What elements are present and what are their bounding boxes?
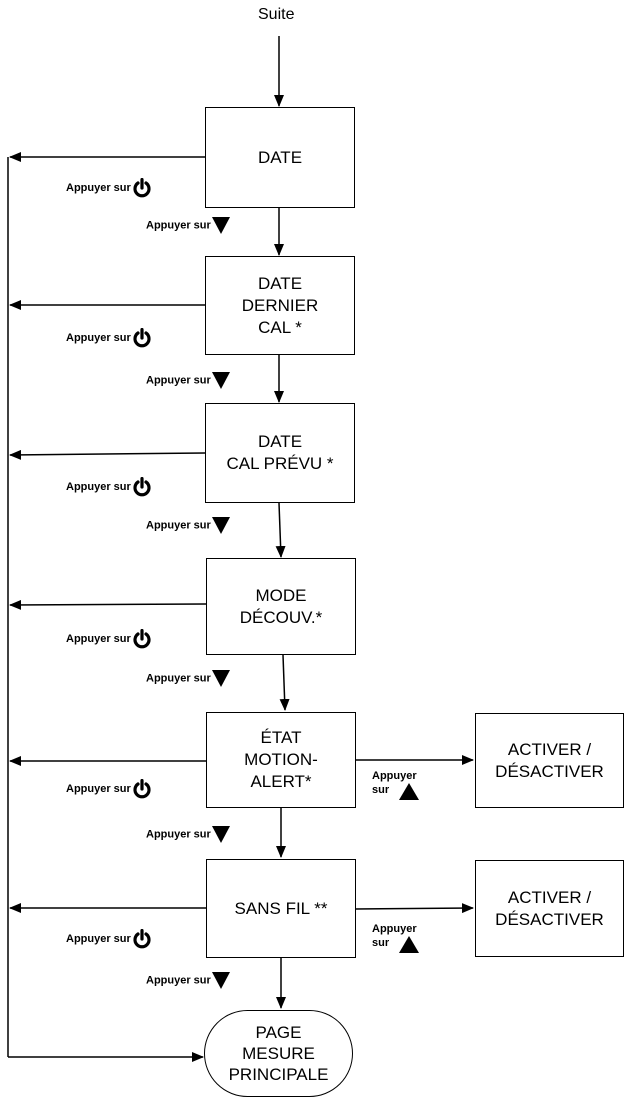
down-arrow-3 <box>275 502 286 558</box>
press-text: Appuyer sur <box>66 932 131 945</box>
power-icon <box>133 477 151 497</box>
last-cal-label: DATE DERNIER CAL * <box>241 273 319 337</box>
up-arrow-icon <box>399 783 420 800</box>
main-page-label: PAGE MESURE PRINCIPALE <box>228 1023 329 1084</box>
left-arrow-4 <box>9 599 207 610</box>
press-down-label-3: Appuyer sur <box>146 517 230 534</box>
power-icon <box>133 929 151 949</box>
press-down-label-5: Appuyer sur <box>146 826 230 843</box>
press-text: Appuyer sur <box>66 632 131 645</box>
down-arrow-icon <box>211 972 230 989</box>
toggle-box-1: ACTIVER / DÉSACTIVER <box>475 713 624 808</box>
press-text: Appuyer sur <box>146 374 211 387</box>
press-down-label-4: Appuyer sur <box>146 670 230 687</box>
press-text: Appuyer sur <box>146 672 211 685</box>
next-cal-label: DATE CAL PRÉVU * <box>226 432 334 473</box>
press-power-label-5: Appuyer sur <box>66 779 152 799</box>
toggle-label-1: ACTIVER / DÉSACTIVER <box>495 739 604 781</box>
press-text: Appuyer sur <box>66 480 131 493</box>
entry-label: Suite <box>258 6 295 23</box>
motion-alert-box: ÉTAT MOTION- ALERT* <box>206 712 356 808</box>
press-power-label-3: Appuyer sur <box>66 477 152 497</box>
main-page-terminal: PAGE MESURE PRINCIPALE <box>204 1010 353 1097</box>
toggle-label-2: ACTIVER / DÉSACTIVER <box>495 887 604 929</box>
on-word: sur <box>372 937 390 949</box>
press-word: Appuyer <box>372 923 417 935</box>
discovery-mode-box: MODE DÉCOUV.* <box>206 558 356 655</box>
last-cal-box: DATE DERNIER CAL * <box>205 256 355 355</box>
press-word: Appuyer <box>372 770 417 782</box>
press-down-label-2: Appuyer sur <box>146 372 230 389</box>
down-arrow-4 <box>279 654 290 711</box>
on-word: sur <box>372 784 390 796</box>
down-arrow-icon <box>211 217 230 234</box>
left-arrow-3 <box>9 449 206 460</box>
power-icon <box>133 178 151 198</box>
power-icon <box>133 328 151 348</box>
down-arrow-icon <box>211 670 230 687</box>
press-text: Appuyer sur <box>66 181 131 194</box>
press-power-label-4: Appuyer sur <box>66 629 152 649</box>
down-arrow-icon <box>211 517 230 534</box>
discovery-mode-label: MODE DÉCOUV.* <box>239 585 323 627</box>
press-text: Appuyer sur <box>146 519 211 532</box>
right-arrow-2 <box>354 903 474 914</box>
wireless-box: SANS FIL ** <box>206 859 356 958</box>
press-down-label-1: Appuyer sur <box>146 217 230 234</box>
down-arrow-icon <box>211 826 230 843</box>
power-icon <box>133 779 151 799</box>
motion-alert-label: ÉTAT MOTION- ALERT* <box>244 728 318 791</box>
press-text: Appuyer sur <box>66 331 131 344</box>
toggle-box-2: ACTIVER / DÉSACTIVER <box>475 860 624 957</box>
press-power-label-1: Appuyer sur <box>66 178 152 198</box>
press-power-label-6: Appuyer sur <box>66 929 152 949</box>
up-arrow-icon <box>399 936 420 953</box>
down-arrow-icon <box>211 372 230 389</box>
date-box: DATE <box>205 107 355 208</box>
wireless-label: SANS FIL ** <box>234 898 328 918</box>
press-text: Appuyer sur <box>146 219 211 232</box>
date-box-label: DATE <box>257 147 303 167</box>
press-up-label-2: Appuyer sur <box>372 923 420 953</box>
press-text: Appuyer sur <box>146 974 211 987</box>
press-power-label-2: Appuyer sur <box>66 328 152 348</box>
press-up-label-1: Appuyer sur <box>372 770 420 800</box>
next-cal-box: DATE CAL PRÉVU * <box>205 403 355 503</box>
press-text: Appuyer sur <box>66 782 131 795</box>
press-text: Appuyer sur <box>146 828 211 841</box>
press-down-label-6: Appuyer sur <box>146 972 230 989</box>
power-icon <box>133 629 151 649</box>
